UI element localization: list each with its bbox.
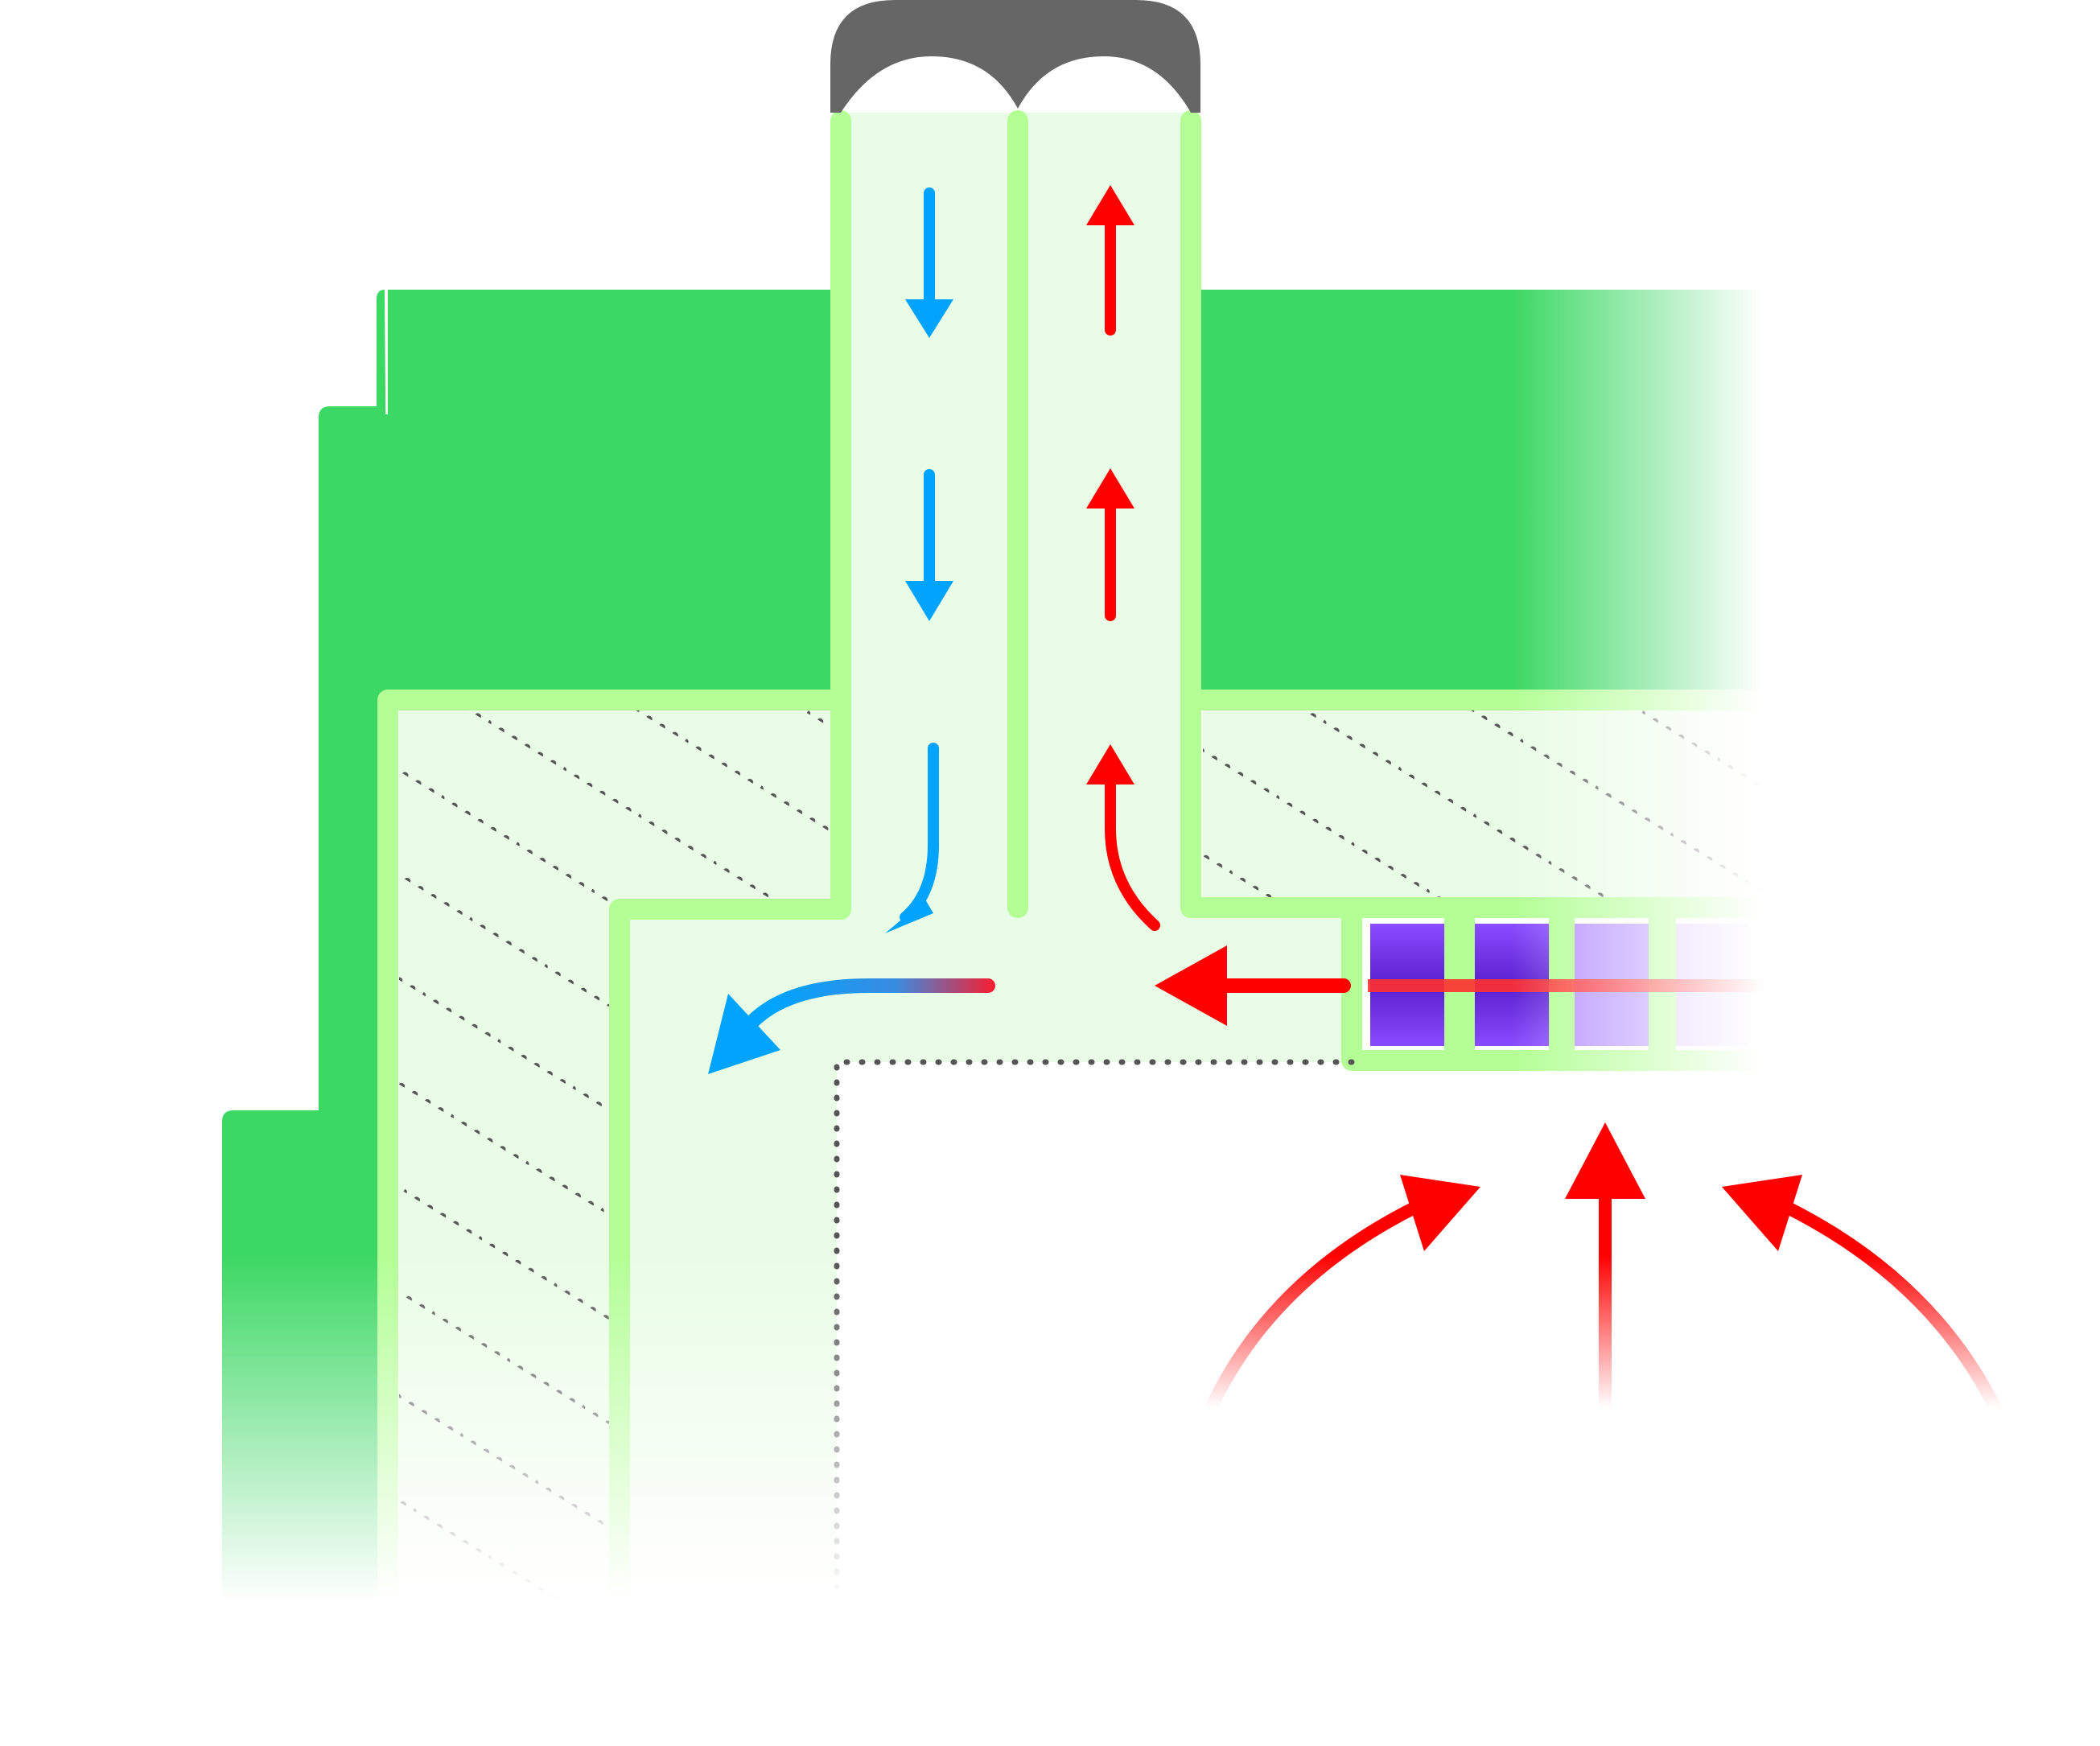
duct-inner-boundary (834, 1059, 1355, 1612)
intake-arrows (1204, 1122, 2002, 1415)
cap-dual-outlet (830, 0, 1200, 113)
warm-exhaust-flow (1086, 185, 1160, 931)
mixed-return-flow (708, 978, 995, 1074)
fade-bottom-solid (209, 1601, 885, 1746)
mixed-flow-arrow (745, 978, 995, 1029)
intake-arrow-left (1204, 1200, 1423, 1415)
cold-flow-arrow (900, 743, 939, 923)
flue-duct-right (1018, 113, 1191, 917)
exhaust-flow-arrow (1105, 775, 1160, 931)
cold-supply-flow (885, 187, 953, 933)
fade-right (1207, 241, 1770, 1078)
fade-bottom (209, 1255, 869, 1609)
fade-right-solid (1762, 241, 2100, 1086)
intake-arrow-right (1780, 1200, 2002, 1415)
